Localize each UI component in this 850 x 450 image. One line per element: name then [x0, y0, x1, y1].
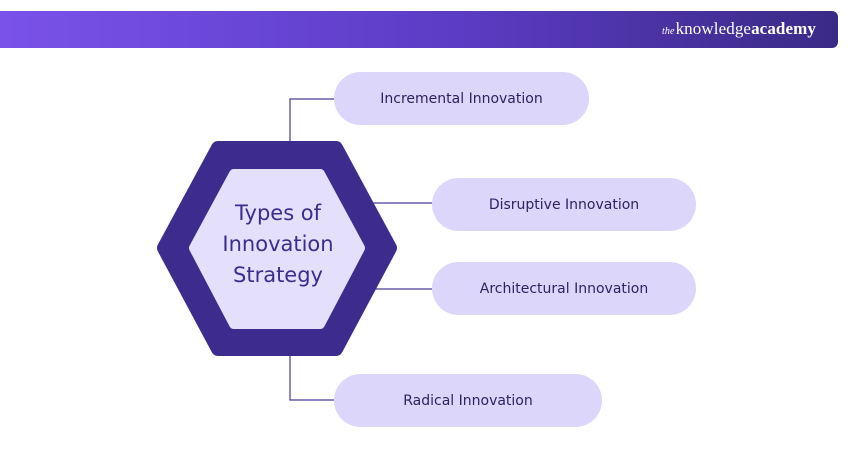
node-label: Disruptive Innovation: [488, 196, 640, 213]
center-title-line-2: Innovation: [222, 232, 334, 256]
node-incremental-innovation: Incremental Innovation: [334, 72, 589, 125]
node-radical-innovation: Radical Innovation: [334, 374, 602, 427]
node-label: Radical Innovation: [403, 392, 533, 409]
node-architectural-innovation: Architectural Innovation: [432, 262, 696, 315]
connector-incremental: [289, 98, 334, 147]
center-title-line-1: Types of: [234, 201, 322, 225]
top-banner: theknowledgeacademy: [0, 11, 838, 48]
node-label: Incremental Innovation: [380, 90, 543, 107]
center-title-line-3: Strategy: [233, 263, 323, 287]
center-title: Types of Innovation Strategy: [205, 198, 351, 291]
node-disruptive-innovation: Disruptive Innovation: [432, 178, 696, 231]
brand-logo: theknowledgeacademy: [662, 19, 816, 42]
brand-academy: academy: [751, 19, 816, 38]
brand-the: the: [662, 26, 675, 37]
connector-radical: [289, 349, 334, 401]
center-hexagon: [157, 141, 397, 356]
brand-knowledge: knowledge: [675, 19, 752, 38]
node-label: Architectural Innovation: [479, 280, 649, 297]
